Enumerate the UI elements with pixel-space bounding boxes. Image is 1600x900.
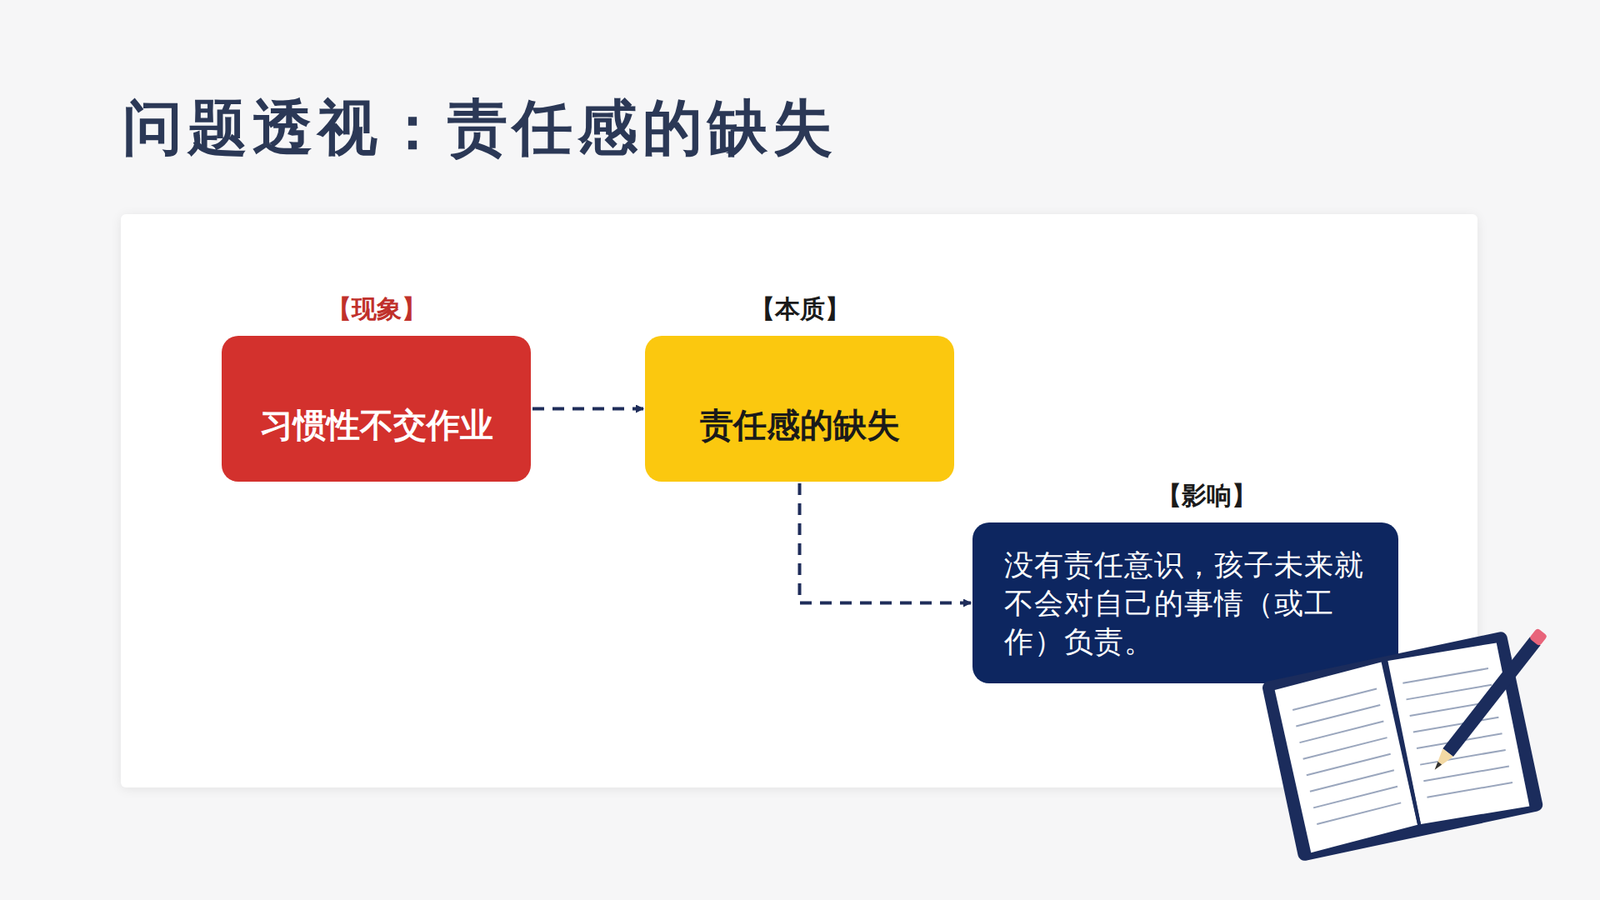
phenomenon-box: 【现象】习惯性不交作业: [221, 335, 531, 482]
dashed-arrow: [532, 407, 644, 411]
impact-box: 【影响】没有责任意识，孩子未来就 不会对自己的事情（或工 作）负责。: [972, 522, 1399, 684]
dashed-arrow: [800, 483, 972, 604]
box-heading: 【本质】: [645, 292, 955, 326]
box-heading: 【影响】: [1131, 479, 1282, 513]
box-heading: 【现象】: [221, 292, 531, 326]
notebook-illustration: [1258, 620, 1550, 863]
essence-box: 【本质】责任感的缺失: [645, 335, 955, 482]
box-text: 没有责任意识，孩子未来就 不会对自己的事情（或工 作）负责。: [1004, 545, 1374, 661]
slide-title: 问题透视：责任感的缺失: [122, 90, 838, 165]
box-text: 责任感的缺失: [700, 372, 900, 446]
box-text: 习惯性不交作业: [260, 372, 494, 446]
